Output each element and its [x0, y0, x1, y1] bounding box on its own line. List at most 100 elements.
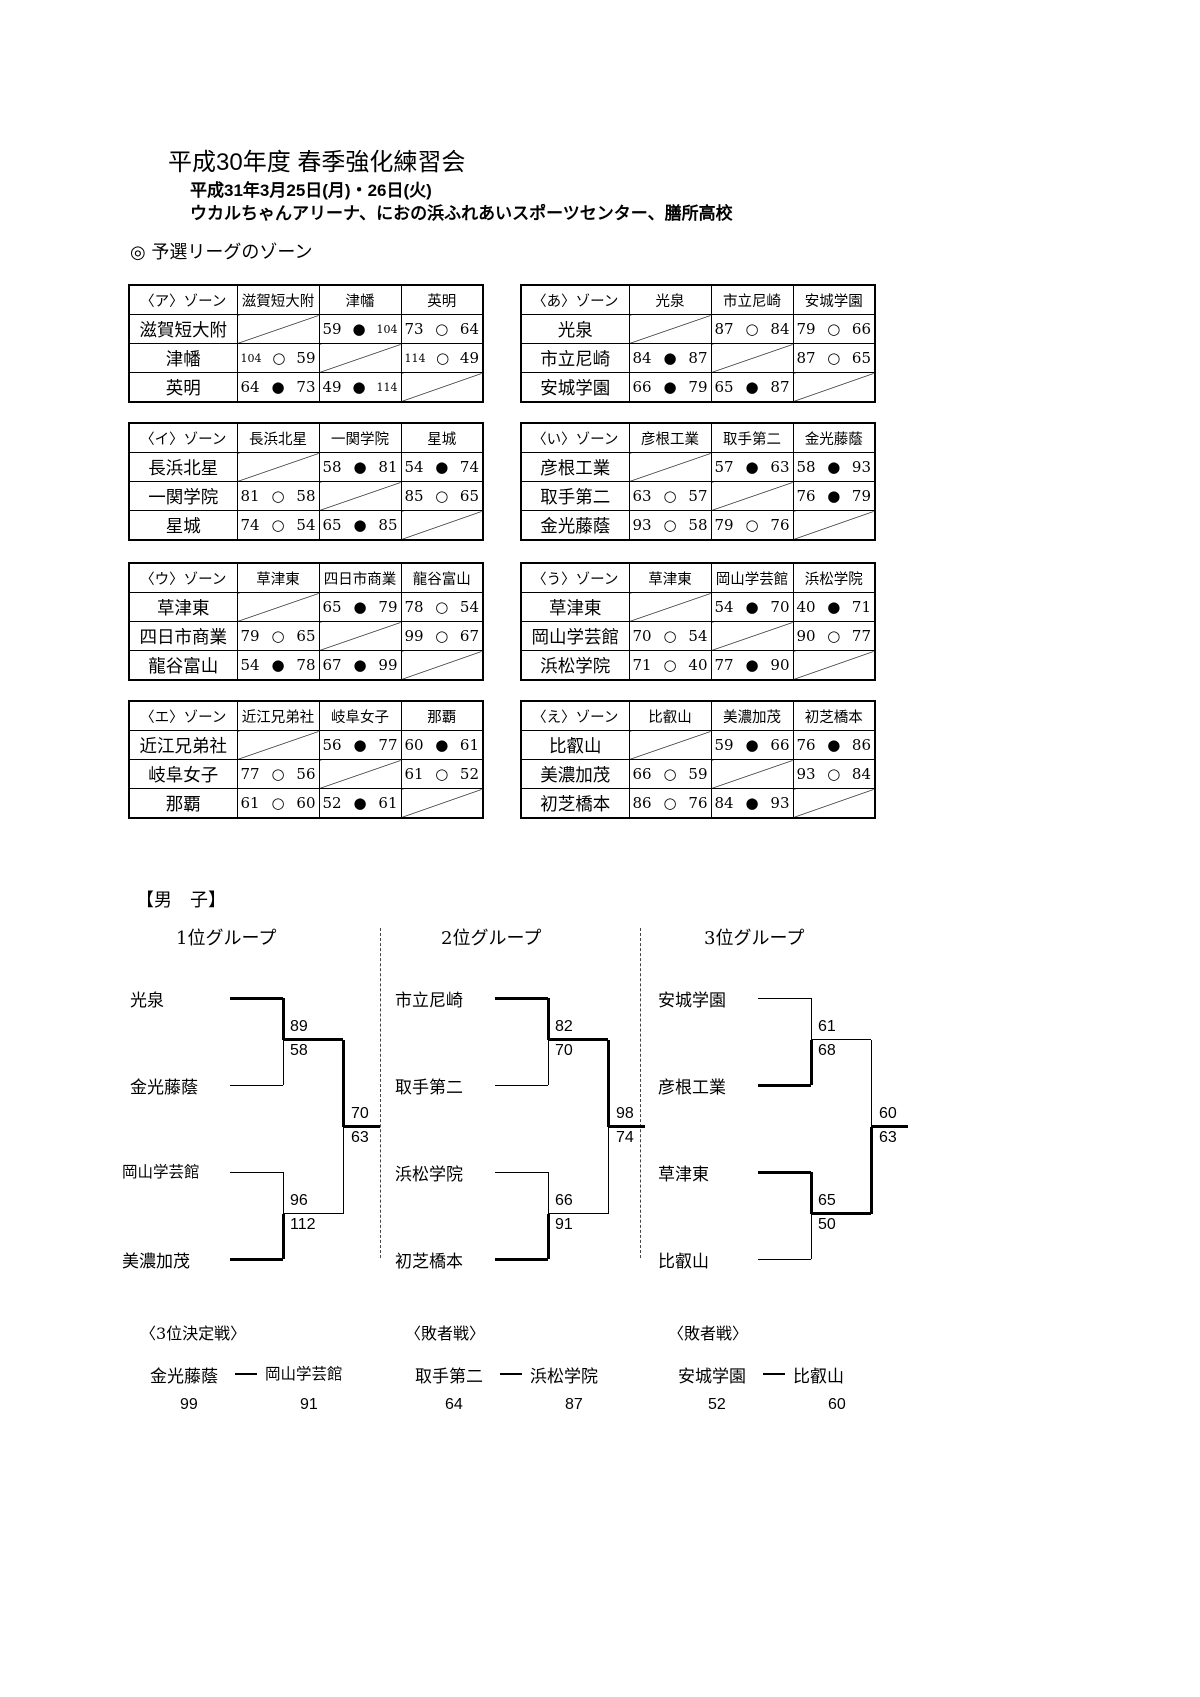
zone-team-header: 近江兄弟社 — [236, 700, 320, 731]
win-mark: ○ — [272, 349, 286, 367]
win-mark: ○ — [745, 516, 759, 534]
zone-diagonal-cell — [318, 621, 402, 651]
score: 63 — [632, 487, 652, 505]
bracket-line — [495, 1084, 548, 1086]
zone-result: 78○54 — [402, 594, 482, 621]
zone-row-team: 龍谷富山 — [128, 650, 238, 681]
zone-result: 74○54 — [238, 511, 318, 539]
bracket-team-name: 岡山学芸館 — [122, 1163, 200, 1181]
score-label: 70 — [555, 1041, 573, 1059]
group-title: 3位グループ — [704, 928, 805, 949]
zone-result: 87○65 — [794, 345, 874, 372]
score: 65 — [851, 349, 871, 367]
zone-result: 76●79 — [794, 483, 874, 510]
zone-result: 90○77 — [794, 623, 874, 650]
zone-result: 66●79 — [630, 373, 710, 401]
zone-team-header: 四日市商業 — [318, 562, 402, 593]
bracket-team-name: 金光藤蔭 — [130, 1078, 198, 1098]
zone-result: 65●87 — [712, 373, 792, 401]
bracket-winner-line — [546, 998, 550, 1040]
bracket-line — [758, 1258, 811, 1260]
score: 76 — [796, 736, 816, 754]
zone-team-header: 美濃加茂 — [710, 700, 794, 731]
loss-mark: ● — [435, 736, 449, 754]
zone-diagonal-cell — [400, 510, 484, 541]
loss-mark: ● — [352, 378, 366, 396]
zone-diagonal-cell — [236, 730, 320, 760]
zone-result: 104○59 — [238, 345, 318, 372]
loss-mark: ● — [271, 378, 285, 396]
bracket-line — [342, 1126, 344, 1214]
zone-team-header: 滋賀短大附 — [236, 284, 320, 315]
zone-result-cell: 79○65 — [236, 621, 320, 651]
zone-team-header: 草津東 — [628, 562, 712, 593]
win-mark: ○ — [663, 487, 677, 505]
loss-mark: ● — [745, 736, 759, 754]
score: 70 — [632, 627, 652, 645]
score: 114 — [376, 380, 398, 394]
score: 54 — [688, 627, 708, 645]
win-mark: ○ — [435, 627, 449, 645]
score: 64 — [240, 378, 260, 396]
zone-team-header: 星城 — [400, 422, 484, 453]
score: 93 — [632, 516, 652, 534]
mens-heading: 【男 子】 — [136, 890, 226, 911]
zone-result-cell: 64●73 — [236, 372, 320, 403]
score: 77 — [240, 765, 260, 783]
zone-result-cell: 54●74 — [400, 452, 484, 482]
score-label: 66 — [555, 1191, 573, 1209]
bracket-line — [547, 1039, 549, 1085]
extra-team-b: 浜松学院 — [530, 1367, 598, 1387]
score: 60 — [296, 794, 316, 812]
zone-diagonal-cell — [318, 759, 402, 789]
zone-result-cell: 81○58 — [236, 481, 320, 511]
zone-name: 〈エ〉ゾーン — [128, 700, 238, 731]
score: 85 — [404, 487, 424, 505]
zone-result-cell: 66○59 — [628, 759, 712, 789]
zone-diagonal-cell — [792, 510, 876, 541]
zone-result-cell: 77●90 — [710, 650, 794, 681]
bracket-winner-line — [230, 996, 283, 1000]
zone-row-team: 岡山学芸館 — [520, 621, 630, 651]
win-mark: ○ — [435, 765, 449, 783]
score: 61 — [378, 794, 398, 812]
score: 65 — [322, 516, 342, 534]
zone-result-cell: 85○65 — [400, 481, 484, 511]
loss-mark: ● — [435, 458, 449, 476]
bracket-winner-line — [871, 1125, 908, 1128]
zone-diagonal-cell — [792, 372, 876, 403]
loss-mark: ● — [352, 320, 366, 338]
group-separator — [640, 928, 641, 1258]
win-mark: ○ — [663, 794, 677, 812]
zone-result: 77○56 — [238, 761, 318, 788]
bracket-line — [283, 1213, 343, 1214]
zone-row-team: 安城学園 — [520, 372, 630, 403]
zone-row-team: 津幡 — [128, 343, 238, 373]
zone-result: 54●78 — [238, 651, 318, 679]
page-title: 平成30年度 春季強化練習会 — [168, 149, 466, 176]
zone-diagonal-cell — [710, 343, 794, 373]
bracket-line — [811, 1039, 871, 1040]
score: 79 — [851, 487, 871, 505]
zone-result-cell: 93○84 — [792, 759, 876, 789]
score-label: 96 — [290, 1191, 308, 1209]
zone-result: 56●77 — [320, 732, 400, 759]
zone-result-cell: 40●71 — [792, 592, 876, 622]
zone-result: 59●66 — [712, 732, 792, 759]
score-label: 63 — [879, 1128, 897, 1146]
zone-result-cell: 79○76 — [710, 510, 794, 541]
score: 49 — [322, 378, 342, 396]
score: 77 — [714, 656, 734, 674]
score: 58 — [796, 458, 816, 476]
extra-team-b: 岡山学芸館 — [265, 1365, 343, 1383]
loss-mark: ● — [745, 794, 759, 812]
group-title: 2位グループ — [441, 928, 542, 949]
bracket-team-name: 比叡山 — [658, 1252, 709, 1272]
